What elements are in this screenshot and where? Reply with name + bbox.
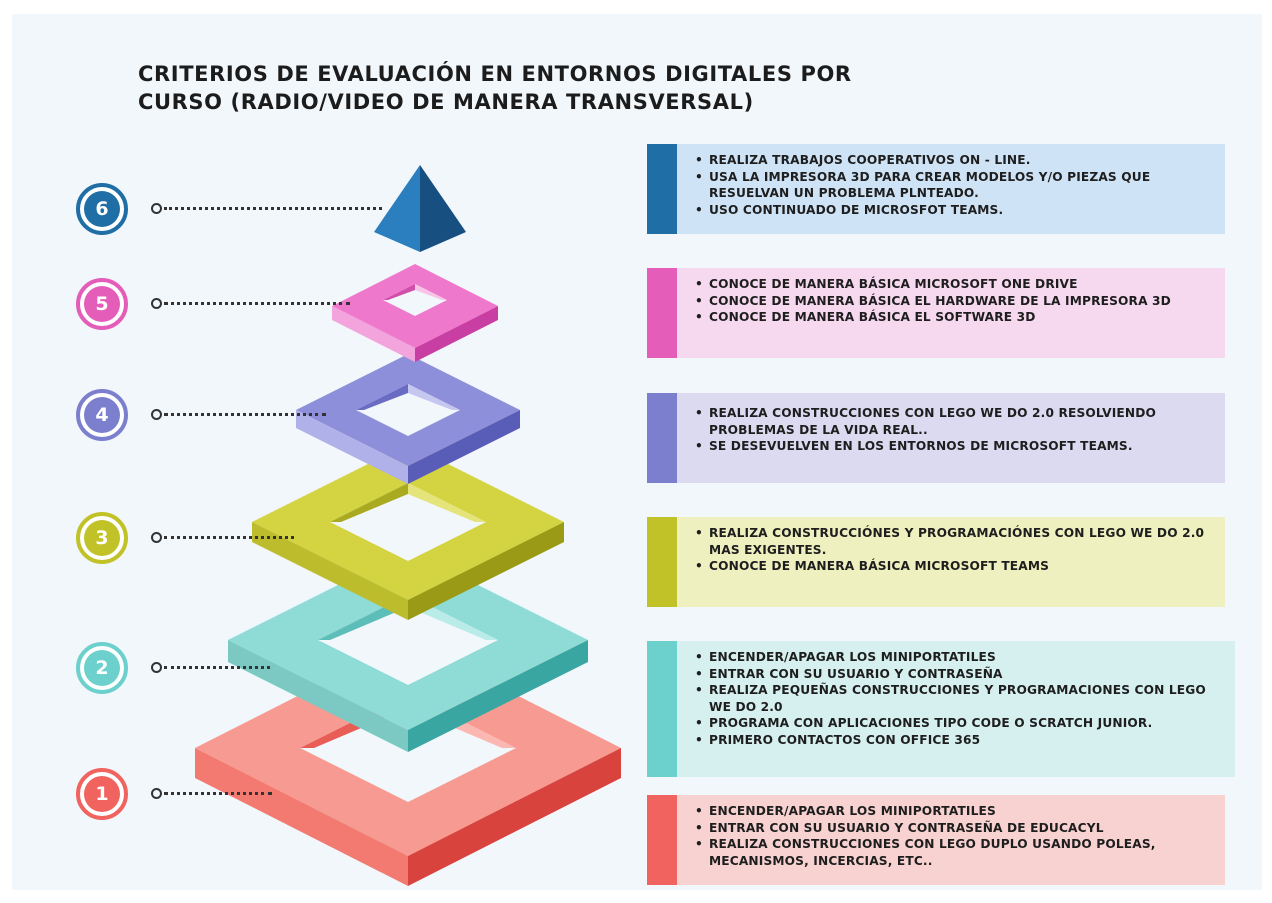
connector-dot-3 bbox=[151, 532, 162, 543]
level-badge-2: 2 bbox=[76, 642, 128, 694]
page-title: CRITERIOS DE EVALUACIÓN EN ENTORNOS DIGI… bbox=[138, 60, 1138, 116]
level-number-6: 6 bbox=[84, 191, 120, 227]
criteria-card-5: CONOCE DE MANERA BÁSICA MICROSOFT ONE DR… bbox=[647, 268, 1225, 358]
connector-dot-4 bbox=[151, 409, 162, 420]
list-item: REALIZA CONSTRUCCIONES CON LEGO WE DO 2.… bbox=[695, 405, 1215, 438]
connector-line-5 bbox=[164, 302, 350, 305]
list-item: PRIMERO CONTACTOS CON OFFICE 365 bbox=[695, 732, 1225, 749]
list-item: REALIZA CONSTRUCCIONES CON LEGO DUPLO US… bbox=[695, 836, 1215, 869]
pyramid-layer-2 bbox=[228, 550, 588, 752]
card-accent-6 bbox=[647, 144, 677, 234]
level-number-2: 2 bbox=[84, 650, 120, 686]
list-item: REALIZA TRABAJOS COOPERATIVOS ON - LINE. bbox=[695, 152, 1215, 169]
criteria-list-2: ENCENDER/APAGAR LOS MINIPORTATILES ENTRA… bbox=[695, 649, 1225, 748]
criteria-card-1: ENCENDER/APAGAR LOS MINIPORTATILES ENTRA… bbox=[647, 795, 1225, 885]
criteria-list-3: REALIZA CONSTRUCCIÓNES Y PROGRAMACIÓNES … bbox=[695, 525, 1215, 575]
level-number-5: 5 bbox=[84, 286, 120, 322]
list-item: SE DESEVUELVEN EN LOS ENTORNOS DE MICROS… bbox=[695, 438, 1215, 455]
criteria-card-4: REALIZA CONSTRUCCIONES CON LEGO WE DO 2.… bbox=[647, 393, 1225, 483]
level-badge-4: 4 bbox=[76, 389, 128, 441]
connector-line-3 bbox=[164, 536, 294, 539]
connector-dot-2 bbox=[151, 662, 162, 673]
card-accent-3 bbox=[647, 517, 677, 607]
level-number-3: 3 bbox=[84, 520, 120, 556]
list-item: REALIZA CONSTRUCCIÓNES Y PROGRAMACIÓNES … bbox=[695, 525, 1215, 558]
criteria-card-3: REALIZA CONSTRUCCIÓNES Y PROGRAMACIÓNES … bbox=[647, 517, 1225, 607]
connector-line-2 bbox=[164, 666, 270, 669]
criteria-list-6: REALIZA TRABAJOS COOPERATIVOS ON - LINE.… bbox=[695, 152, 1215, 218]
list-item: ENTRAR CON SU USUARIO Y CONTRASEÑA bbox=[695, 666, 1225, 683]
list-item: CONOCE DE MANERA BÁSICA EL HARDWARE DE L… bbox=[695, 293, 1215, 310]
card-accent-1 bbox=[647, 795, 677, 885]
list-item: ENCENDER/APAGAR LOS MINIPORTATILES bbox=[695, 649, 1225, 666]
connector-line-1 bbox=[164, 792, 272, 795]
criteria-list-1: ENCENDER/APAGAR LOS MINIPORTATILES ENTRA… bbox=[695, 803, 1215, 869]
criteria-card-2: ENCENDER/APAGAR LOS MINIPORTATILES ENTRA… bbox=[647, 641, 1235, 777]
level-badge-5: 5 bbox=[76, 278, 128, 330]
list-item: USO CONTINUADO DE MICROSFOT TEAMS. bbox=[695, 202, 1215, 219]
pyramid-layer-5 bbox=[332, 264, 498, 362]
criteria-list-4: REALIZA CONSTRUCCIONES CON LEGO WE DO 2.… bbox=[695, 405, 1215, 455]
pyramid-layer-6 bbox=[374, 165, 466, 252]
level-number-1: 1 bbox=[84, 776, 120, 812]
card-accent-5 bbox=[647, 268, 677, 358]
pyramid-layer-4 bbox=[296, 354, 520, 484]
criteria-card-6: REALIZA TRABAJOS COOPERATIVOS ON - LINE.… bbox=[647, 144, 1225, 234]
list-item: USA LA IMPRESORA 3D PARA CREAR MODELOS Y… bbox=[695, 169, 1215, 202]
connector-line-4 bbox=[164, 413, 326, 416]
pyramid-layer-3 bbox=[252, 444, 564, 620]
list-item: CONOCE DE MANERA BÁSICA MICROSOFT TEAMS bbox=[695, 558, 1215, 575]
list-item: ENTRAR CON SU USUARIO Y CONTRASEÑA DE ED… bbox=[695, 820, 1215, 837]
connector-dot-1 bbox=[151, 788, 162, 799]
criteria-list-5: CONOCE DE MANERA BÁSICA MICROSOFT ONE DR… bbox=[695, 276, 1215, 326]
connector-line-6 bbox=[164, 207, 382, 210]
level-badge-3: 3 bbox=[76, 512, 128, 564]
list-item: CONOCE DE MANERA BÁSICA MICROSOFT ONE DR… bbox=[695, 276, 1215, 293]
connector-dot-6 bbox=[151, 203, 162, 214]
level-badge-6: 6 bbox=[76, 183, 128, 235]
level-badge-1: 1 bbox=[76, 768, 128, 820]
title-line-2: CURSO (RADIO/VIDEO DE MANERA TRANSVERSAL… bbox=[138, 90, 754, 114]
title-line-1: CRITERIOS DE EVALUACIÓN EN ENTORNOS DIGI… bbox=[138, 62, 852, 86]
list-item: CONOCE DE MANERA BÁSICA EL SOFTWARE 3D bbox=[695, 309, 1215, 326]
list-item: PROGRAMA CON APLICACIONES TIPO CODE O SC… bbox=[695, 715, 1225, 732]
card-accent-2 bbox=[647, 641, 677, 777]
level-number-4: 4 bbox=[84, 397, 120, 433]
card-accent-4 bbox=[647, 393, 677, 483]
connector-dot-5 bbox=[151, 298, 162, 309]
list-item: REALIZA PEQUEÑAS CONSTRUCCIONES Y PROGRA… bbox=[695, 682, 1225, 715]
list-item: ENCENDER/APAGAR LOS MINIPORTATILES bbox=[695, 803, 1215, 820]
